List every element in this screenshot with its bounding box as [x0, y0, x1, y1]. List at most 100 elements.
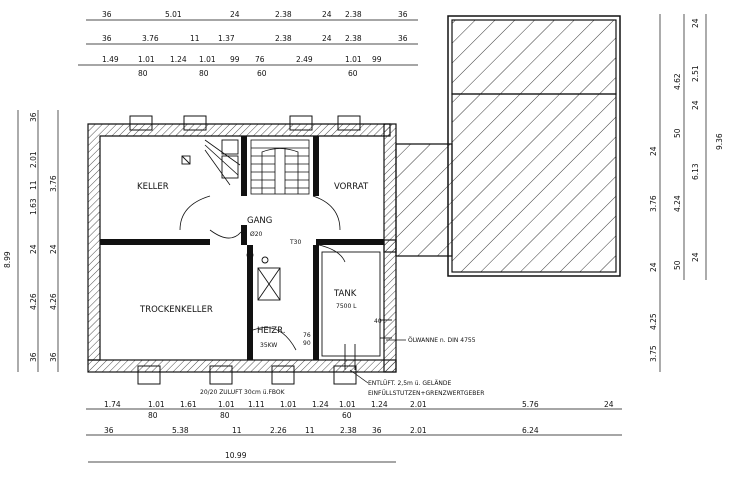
dim-top-r3-1: 1.49 [102, 55, 119, 64]
dim-bot-10: 2.01 [410, 400, 427, 409]
dim-right-14: 4.25 [649, 313, 658, 330]
dim-left-6: 24 [29, 244, 38, 254]
mark-d20: Ø20 [250, 231, 263, 238]
dim-top-r3-9: 99 [372, 55, 382, 64]
dim-top-r3b-4: 60 [348, 69, 358, 78]
dim-bot-r2-1: 36 [104, 426, 114, 435]
room-tank: TANK [333, 289, 357, 299]
dim-top-r3-7: 2.49 [296, 55, 313, 64]
dims-left-text: 36 2.01 11 1.63 3.76 24 8.99 24 4.26 4.2… [3, 112, 58, 362]
dim-top-r3-8: 1.01 [345, 55, 362, 64]
dims-top [78, 19, 418, 66]
dim-bot-9: 1.24 [371, 400, 388, 409]
dim-bot-b2: 80 [220, 411, 230, 420]
dim-top-r2-8: 36 [398, 34, 408, 43]
dim-bot-r2-6: 2.38 [340, 426, 357, 435]
dims-right-text: 24 2.51 4.62 24 50 24 9.36 3.76 4.24 6.1… [649, 18, 724, 362]
room-keller: KELLER [137, 182, 169, 192]
dim-left-7: 8.99 [3, 251, 12, 268]
dim-top-r3-6: 76 [255, 55, 265, 64]
dim-top-r2-1: 36 [102, 34, 112, 43]
dim-bot-r2-8: 2.01 [410, 426, 427, 435]
dim-bot-7: 1.24 [312, 400, 329, 409]
note-olwanne: ÖLWANNE n. DIN 4755 [408, 337, 476, 344]
dim-left-2: 2.01 [29, 151, 38, 168]
mark-40: 40 [374, 318, 382, 325]
dim-top-1: 36 [102, 10, 112, 19]
dim-bot-r2-5: 11 [305, 426, 315, 435]
dim-bot-12: 24 [604, 400, 614, 409]
dim-bot-b1: 80 [148, 411, 158, 420]
dim-right-3: 4.62 [673, 73, 682, 90]
dim-bot-6: 1.01 [280, 400, 297, 409]
dim-right-8: 3.76 [649, 195, 658, 212]
dims-bottom [86, 408, 622, 463]
dim-bot-r2-4: 2.26 [270, 426, 287, 435]
dim-left-11: 36 [29, 352, 38, 362]
dim-bot-r2-9: 6.24 [522, 426, 539, 435]
dim-right-6: 24 [649, 146, 658, 156]
mark-t30: T30 [289, 239, 301, 246]
dim-top-r2-6: 24 [322, 34, 332, 43]
dims-top-text: 36 5.01 24 2.38 24 2.38 36 36 3.76 11 1.… [102, 10, 408, 78]
room-labels: KELLER VORRAT GANG TROCKENKELLER HEIZR. … [137, 182, 369, 349]
room-trockenkeller: TROCKENKELLER [139, 305, 213, 315]
dim-right-13: 24 [691, 252, 700, 262]
dim-right-4: 24 [691, 100, 700, 110]
dim-left-12: 36 [49, 352, 58, 362]
dim-top-6: 2.38 [345, 10, 362, 19]
dim-right-12: 50 [673, 260, 682, 270]
dim-top-r3-4: 1.01 [199, 55, 216, 64]
room-vorrat: VORRAT [334, 182, 369, 192]
note-einfuell: EINFÜLLSTUTZEN+GRENZWERTGEBER [368, 390, 484, 397]
dim-bot-11: 5.76 [522, 400, 539, 409]
dim-right-1: 24 [691, 18, 700, 28]
dim-bot-4: 1.01 [218, 400, 235, 409]
dim-right-9: 4.24 [673, 195, 682, 212]
dim-top-7: 36 [398, 10, 408, 19]
dim-bot-5: 1.11 [248, 400, 265, 409]
notes: ÖLWANNE n. DIN 4755 ENTLÜFT. 2,5m ü. GEL… [200, 337, 484, 397]
dim-top-r2-2: 3.76 [142, 34, 159, 43]
annex-hatched [395, 19, 617, 273]
dim-bot-r2-2: 5.38 [172, 426, 189, 435]
dim-left-8: 24 [49, 244, 58, 254]
marks: Ø20 T30 76 90 40 [250, 231, 382, 347]
dim-right-5: 50 [673, 128, 682, 138]
dim-top-3: 24 [230, 10, 240, 19]
dims-bottom-text: 1.74 1.01 1.61 1.01 1.11 1.01 1.24 1.01 … [104, 400, 614, 460]
note-entlueft: ENTLÜFT. 2,5m ü. GELÄNDE [368, 380, 452, 387]
dim-right-7: 9.36 [715, 133, 724, 150]
dim-right-2: 2.51 [691, 65, 700, 82]
dim-left-10: 4.26 [49, 293, 58, 310]
dim-top-r3-3: 1.24 [170, 55, 187, 64]
room-tank-volume: 7500 L [336, 303, 357, 310]
annex-outline [447, 15, 621, 277]
dim-top-r2-5: 2.38 [275, 34, 292, 43]
dim-top-r2-7: 2.38 [345, 34, 362, 43]
dim-bot-2: 1.01 [148, 400, 165, 409]
dim-right-11: 24 [649, 262, 658, 272]
note-zuluft: 20/20 ZULUFT 30cm ü.FBOK [200, 389, 286, 396]
dim-top-r2-4: 1.37 [218, 34, 235, 43]
dim-top-r3b-3: 60 [257, 69, 267, 78]
dim-top-r2-3: 11 [190, 34, 200, 43]
room-gang: GANG [247, 216, 272, 226]
dim-left-4: 1.63 [29, 198, 38, 215]
windows [129, 115, 361, 385]
dims-right [659, 14, 707, 372]
dim-bot-8: 1.01 [339, 400, 356, 409]
dim-bot-3: 1.61 [180, 400, 197, 409]
dim-top-2: 5.01 [165, 10, 182, 19]
dim-bot-b3: 60 [342, 411, 352, 420]
dim-bot-r2-7: 36 [372, 426, 382, 435]
equipment [181, 139, 392, 370]
dim-left-3: 11 [29, 180, 38, 190]
dim-top-r3-5: 99 [230, 55, 240, 64]
dims-left [17, 110, 59, 372]
room-heizr-kw: 35KW [260, 342, 277, 349]
staircase [250, 139, 310, 195]
dim-bot-r2-3: 11 [232, 426, 242, 435]
interior-walls [100, 136, 384, 360]
